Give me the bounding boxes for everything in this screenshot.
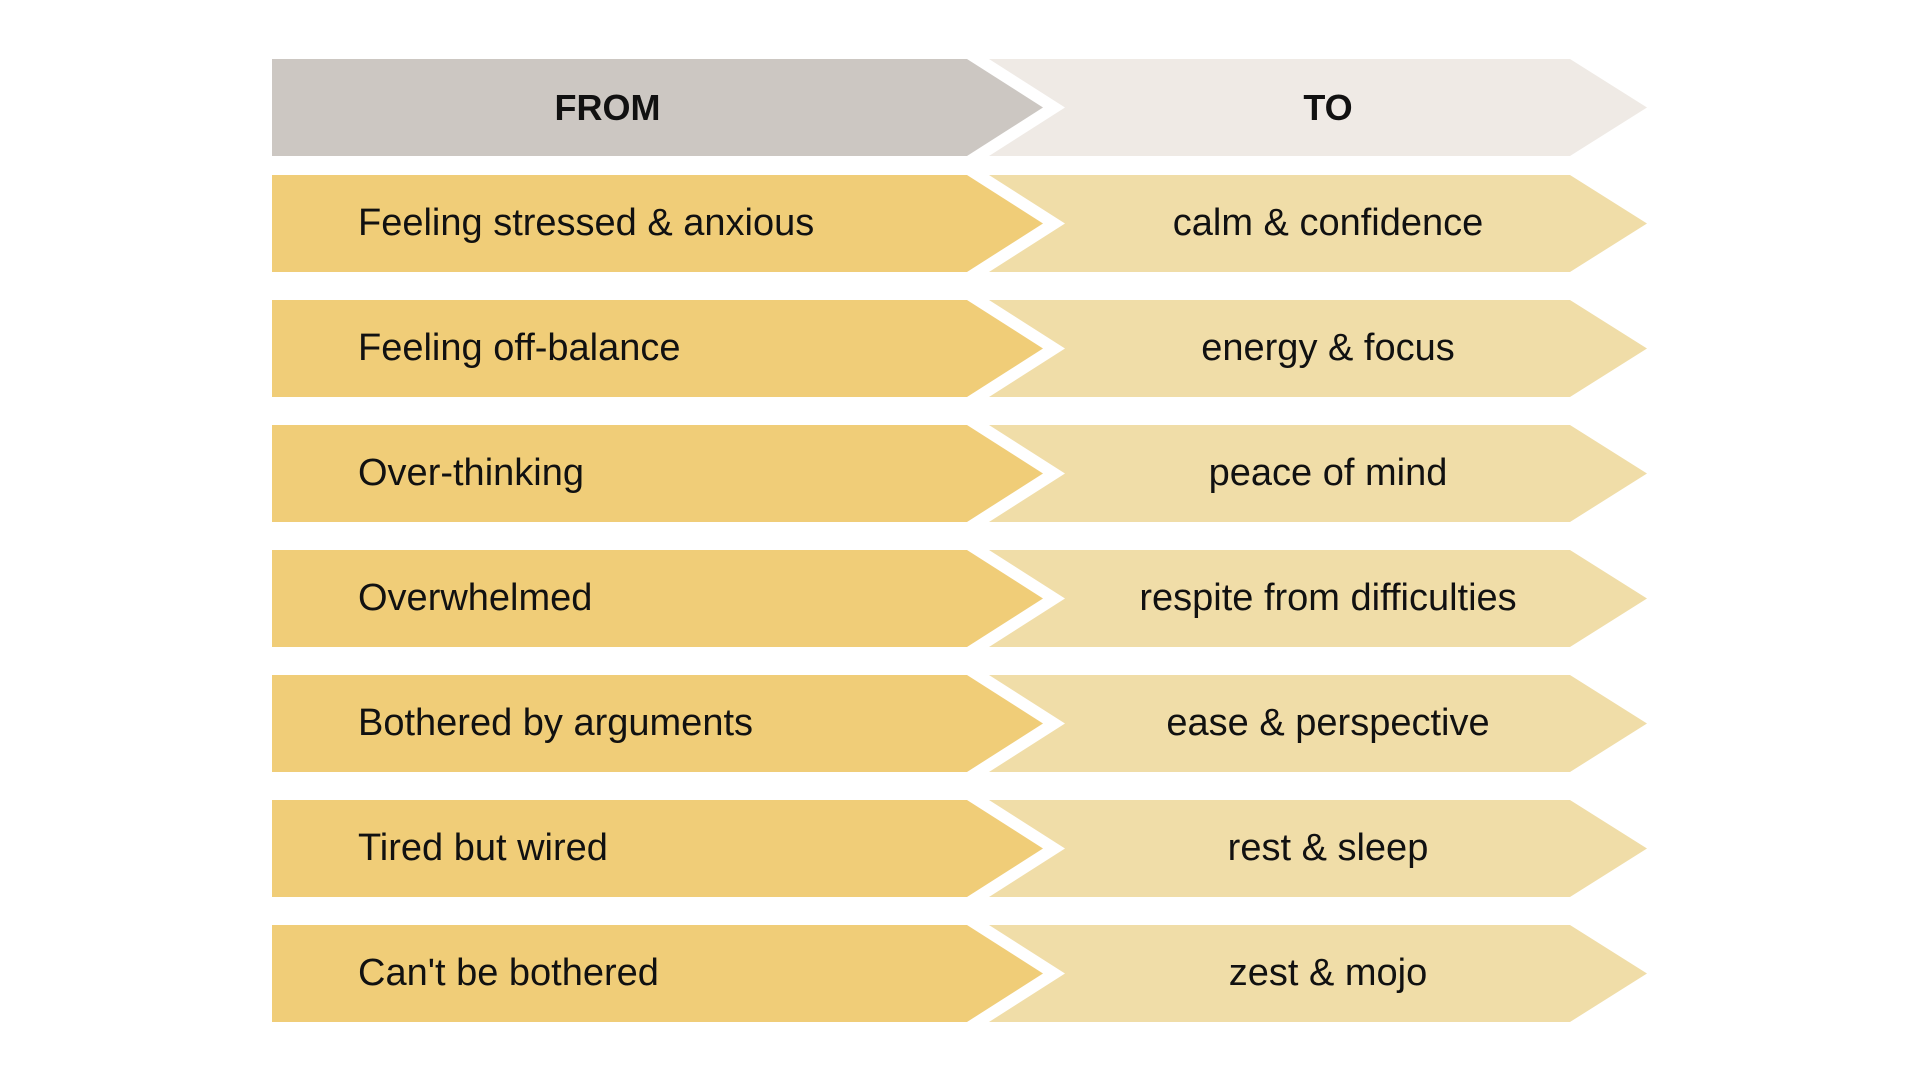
to-arrow: zest & mojo [989,925,1647,1022]
to-label: rest & sleep [1227,827,1429,869]
from-arrow: Overwhelmed [272,550,1043,647]
from-arrow: Feeling stressed & anxious [272,175,1043,272]
from-label: Overwhelmed [358,577,593,619]
transition-row: Feeling stressed & anxious calm & confide… [0,175,1920,272]
transition-row: Bothered by arguments ease & perspective [0,675,1920,772]
transition-row: Over-thinking peace of mind [0,425,1920,522]
to-label: energy & focus [1201,327,1455,369]
from-arrow: Tired but wired [272,800,1043,897]
to-label: zest & mojo [1228,952,1428,994]
transition-row: Overwhelmed respite from difficulties [0,550,1920,647]
from-arrow: Can't be bothered [272,925,1043,1022]
from-label: Can't be bothered [358,952,659,994]
from-label: Feeling off-balance [358,327,681,369]
transition-row: Feeling off-balance energy & focus [0,300,1920,397]
to-arrow: respite from difficulties [989,550,1647,647]
to-label: ease & perspective [1166,702,1490,744]
to-arrow: energy & focus [989,300,1647,397]
to-label: calm & confidence [1172,202,1484,244]
to-arrow: calm & confidence [989,175,1647,272]
from-header-label: FROM [554,86,661,128]
from-header-arrow: FROM [272,59,1043,156]
to-label: respite from difficulties [1139,577,1517,619]
to-header-arrow: TO [989,59,1647,156]
from-label: Over-thinking [358,452,584,494]
from-arrow: Feeling off-balance [272,300,1043,397]
from-arrow: Over-thinking [272,425,1043,522]
transition-row: Tired but wired rest & sleep [0,800,1920,897]
to-label: peace of mind [1208,452,1448,494]
to-arrow: ease & perspective [989,675,1647,772]
from-label: Tired but wired [358,827,608,869]
to-arrow: rest & sleep [989,800,1647,897]
to-header-label: TO [1303,86,1353,128]
from-label: Bothered by arguments [358,702,754,744]
header-row: FROM TO [0,59,1920,156]
to-arrow: peace of mind [989,425,1647,522]
from-label: Feeling stressed & anxious [358,202,815,244]
from-arrow: Bothered by arguments [272,675,1043,772]
transition-row: Can't be bothered zest & mojo [0,925,1920,1022]
